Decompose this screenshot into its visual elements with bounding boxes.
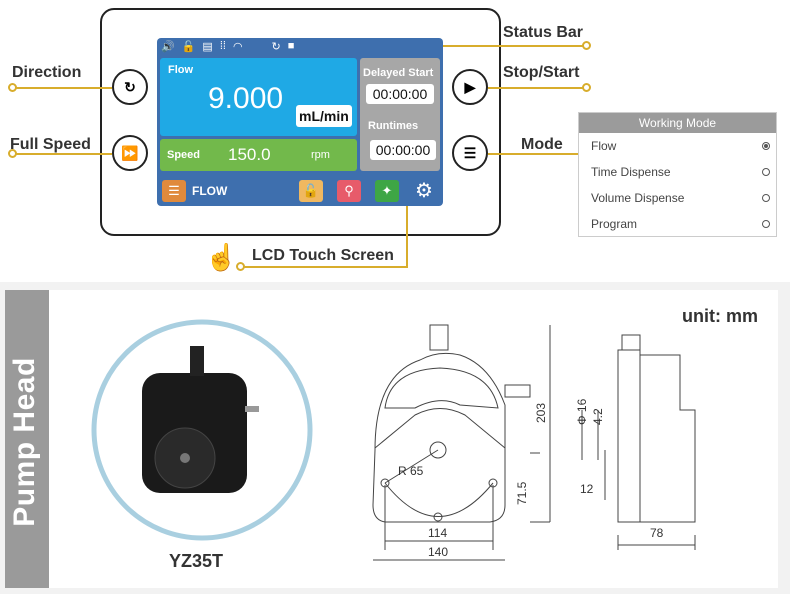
callout-line — [240, 266, 408, 268]
option-label: Volume Dispense — [591, 191, 685, 205]
dim-center: 71.5 — [515, 481, 529, 505]
dimension-drawing: R 65 203 71.5 114 140 Φ 16 4.2 12 78 — [372, 324, 696, 561]
touch-hand-icon: ☝ — [205, 242, 238, 272]
refresh-icon: ↻ — [271, 41, 281, 53]
callout-dot — [8, 149, 17, 158]
speaker-icon: 🔊 — [161, 41, 175, 53]
dim-diameter: Φ 16 — [575, 398, 589, 425]
callout-direction: Direction — [12, 64, 82, 81]
dim-depth: 78 — [650, 526, 664, 540]
mode-button[interactable]: ☰ — [452, 135, 488, 171]
speed-unit: rpm — [311, 149, 330, 161]
full-speed-button[interactable]: ⏩ — [112, 135, 148, 171]
side-band — [5, 290, 49, 588]
callout-line — [406, 205, 408, 267]
stop-start-button[interactable]: ▶ — [452, 69, 488, 105]
option-label: Flow — [591, 139, 617, 153]
flow-unit[interactable]: mL/min — [296, 105, 352, 127]
delayed-start-label: Delayed Start — [363, 67, 434, 79]
callout-dot — [582, 41, 591, 50]
radio[interactable] — [762, 220, 770, 228]
direction-button[interactable]: ↻ — [112, 69, 148, 105]
search-button[interactable]: ⚲ — [337, 180, 361, 202]
callout-line — [488, 87, 585, 89]
mode-option-volume-dispense[interactable]: Volume Dispense — [579, 185, 776, 211]
callout-line — [14, 153, 112, 155]
dim-thickness: 4.2 — [591, 408, 605, 425]
callout-status-bar: Status Bar — [503, 24, 584, 41]
callout-mode: Mode — [521, 136, 563, 153]
unlock-icon: 🔓 — [181, 41, 196, 53]
speed-value: 150.0 — [228, 145, 271, 164]
wifi-icon: ◠ — [232, 41, 243, 53]
monitor-icon: ▤ — [202, 41, 213, 53]
option-label: Program — [591, 217, 638, 231]
lcd-screen[interactable]: 🔊 🔓 ▤ ⁞⁞ ◠ ↻ ■ Flow 9.000 mL/min Speed 150.0 r… — [157, 38, 443, 206]
timer-panel: Delayed Start 00:00:00 Runtimes 00:00:00 — [360, 58, 440, 171]
runtimes-value[interactable]: 00:00:00 — [370, 140, 436, 160]
speed-panel[interactable]: Speed 150.0 rpm — [160, 139, 357, 171]
flow-label: Flow — [168, 64, 194, 76]
callout-full-speed: Full Speed — [10, 136, 91, 153]
callout-dot — [8, 83, 17, 92]
grid-icon: ⁞⁞ — [219, 40, 226, 52]
mode-option-time-dispense[interactable]: Time Dispense — [579, 159, 776, 185]
dim-radius: R 65 — [398, 464, 424, 478]
pump-head-photo — [91, 319, 313, 541]
radio-selected[interactable] — [762, 142, 770, 150]
dim-width: 140 — [428, 545, 448, 559]
radio[interactable] — [762, 168, 770, 176]
mode-option-flow[interactable]: Flow — [579, 133, 776, 159]
unit-label: unit: mm — [682, 306, 758, 326]
unlock-button[interactable]: 🔓 — [299, 180, 323, 202]
callout-line — [443, 45, 585, 47]
callout-dot — [236, 262, 245, 271]
working-mode-menu: Working Mode Flow Time Dispense Volume D… — [578, 112, 777, 237]
mode-option-program[interactable]: Program — [579, 211, 776, 237]
radio[interactable] — [762, 194, 770, 202]
settings-gear-icon[interactable]: ⚙ — [415, 180, 433, 202]
flow-value: 9.000 — [208, 82, 284, 115]
callout-dot — [582, 83, 591, 92]
mode-text: FLOW — [192, 184, 228, 198]
runtimes-label: Runtimes — [368, 120, 419, 132]
callout-lcd: LCD Touch Screen — [252, 247, 394, 264]
option-label: Time Dispense — [591, 165, 671, 179]
dim-offset: 12 — [580, 482, 594, 496]
model-label: YZ35T — [169, 551, 224, 571]
working-mode-title: Working Mode — [579, 113, 776, 133]
delayed-start-value[interactable]: 00:00:00 — [366, 84, 434, 104]
menu-list-icon[interactable]: ☰ — [162, 180, 186, 202]
magic-wand-button[interactable]: ✦ — [375, 180, 399, 202]
dim-height: 203 — [534, 403, 548, 423]
status-bar: 🔊 🔓 ▤ ⁞⁞ ◠ ↻ ■ — [161, 40, 294, 53]
pump-head-title: Pump Head — [8, 357, 41, 527]
flow-panel[interactable]: Flow 9.000 mL/min — [160, 58, 357, 136]
callout-line — [14, 87, 112, 89]
stop-icon: ■ — [287, 40, 295, 52]
callout-stop-start: Stop/Start — [503, 64, 580, 81]
speed-label: Speed — [167, 149, 201, 161]
dim-holes: 114 — [428, 526, 447, 540]
callout-line — [488, 153, 578, 155]
